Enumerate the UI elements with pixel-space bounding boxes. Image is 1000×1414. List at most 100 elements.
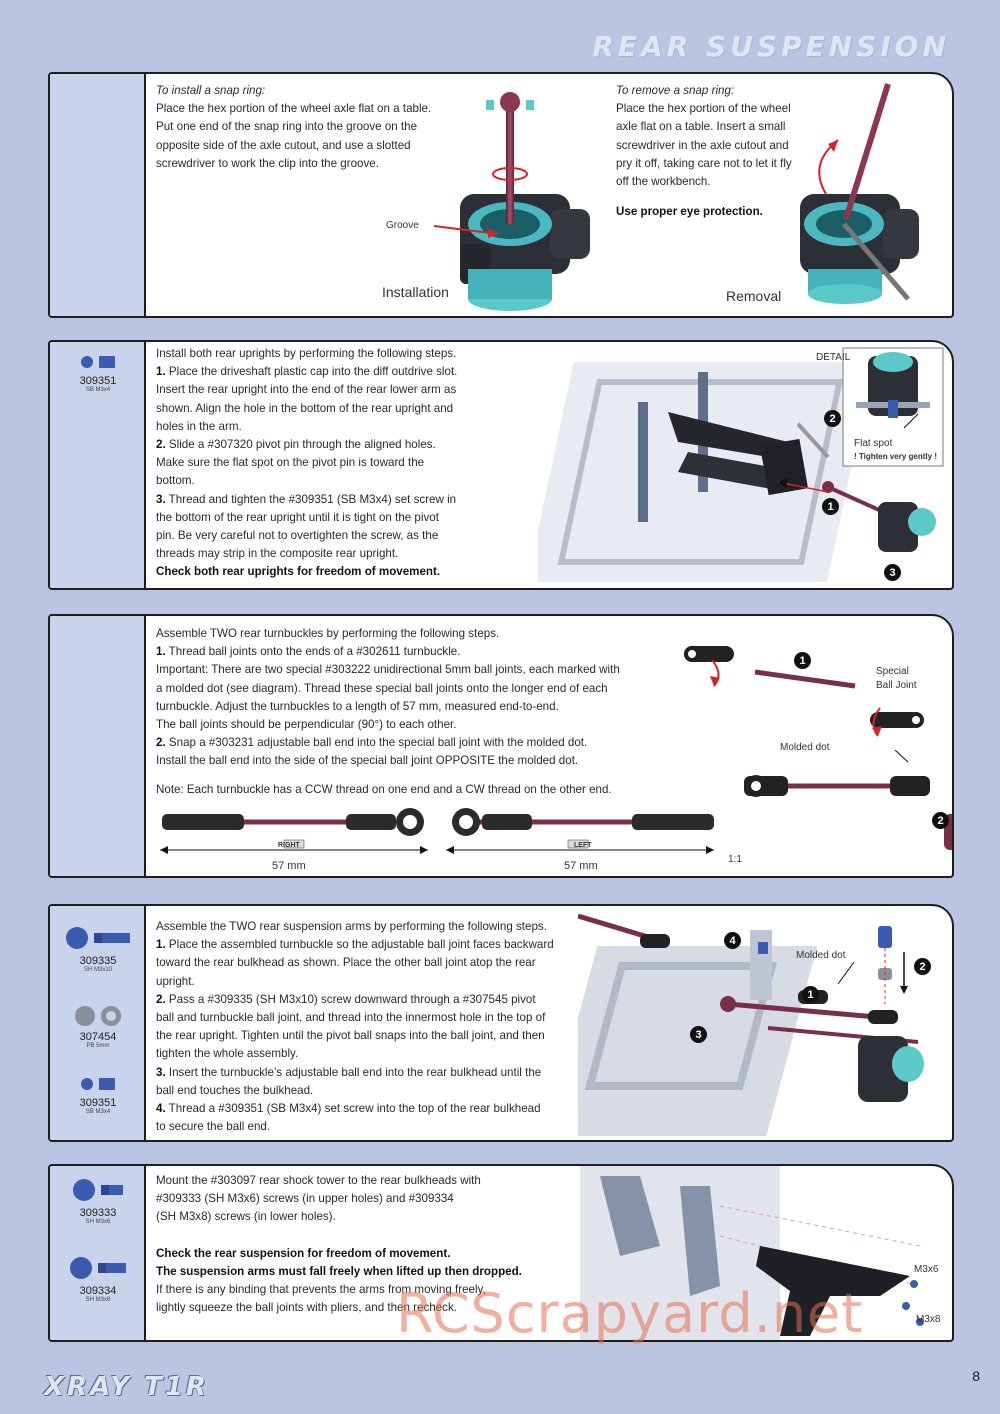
text-line: The suspension arms must fall freely whe… <box>156 1264 522 1278</box>
part-spec: SB M3x4 <box>85 1109 111 1115</box>
page-title: REAR SUSPENSION <box>592 30 950 63</box>
set-screw-side-icon <box>99 1078 115 1090</box>
screw-head-icon <box>66 927 88 949</box>
turnbuckle-note: Note: Each turnbuckle has a CCW thread o… <box>156 782 612 796</box>
m3x8-label: M3x8 <box>916 1314 941 1325</box>
part-spec: SH M3x8 <box>85 1297 111 1303</box>
right-label: RIGHT <box>278 842 300 849</box>
callout-4: 4 <box>724 932 741 949</box>
uprights-lines: Install both rear uprights by performing… <box>156 345 457 563</box>
part-number: 307454 <box>79 1031 117 1043</box>
detail-label: DETAIL <box>816 352 851 363</box>
part-spec: SB M3x4 <box>85 387 111 393</box>
set-screw-end-icon <box>81 1078 93 1090</box>
part-number: 309333 <box>79 1207 117 1219</box>
text-line: screwdriver to work the clip into the gr… <box>156 156 379 170</box>
callout-1: 1 <box>822 498 839 515</box>
step-snap-ring: To install a snap ring: Place the hex po… <box>48 72 954 318</box>
part-309335: 309335 SH M3x10 <box>50 924 146 973</box>
part-spec: PB 5mm <box>86 1043 110 1049</box>
step-number: 3. <box>156 1065 166 1079</box>
step-number: 2. <box>156 438 166 452</box>
page-number: 8 <box>972 1368 980 1384</box>
text-line: 1. Place the driveshaft plastic cap into… <box>156 365 458 379</box>
pivot-ball-icon <box>75 1006 95 1026</box>
parts-column: 309335 SH M3x10 307454 PB 5mm 309351 SB … <box>50 906 146 1140</box>
xray-logo: XRAY T1R <box>44 1372 209 1402</box>
step-number: 4. <box>156 1102 166 1116</box>
turnbuckle-instructions: Assemble TWO rear turnbuckles by perform… <box>156 625 620 799</box>
screw-head-icon <box>70 1257 92 1279</box>
text-line: Put one end of the snap ring into the gr… <box>156 120 418 134</box>
text-line: 2. Pass a #309335 (SH M3x10) screw downw… <box>156 992 536 1006</box>
parts-column: 309333 SH M3x6 309334 SH M3x8 <box>50 1166 146 1340</box>
text-line: Check the rear suspension for freedom of… <box>156 1246 451 1260</box>
text-line: 1. Thread ball joints onto the ends of a… <box>156 645 461 659</box>
text-line: a molded dot (see diagram). Thread these… <box>156 681 608 695</box>
text-line: to secure the ball end. <box>156 1120 271 1134</box>
text-line: Install both rear uprights by performing… <box>156 347 457 360</box>
parts-column <box>50 74 146 316</box>
callout-2: 2 <box>824 410 841 427</box>
right-turnbuckle-scale <box>160 808 428 854</box>
right-length: 57 mm <box>272 860 306 872</box>
watermark: RCScrapyard.net <box>396 1282 864 1345</box>
uprights-figure <box>538 347 944 582</box>
callout-3: 3 <box>884 564 901 581</box>
left-turnbuckle-scale <box>446 808 714 854</box>
text-line: toward the rear bulkhead as shown. Place… <box>156 956 536 970</box>
screw-side-icon <box>101 1185 123 1195</box>
install-title: To install a snap ring: <box>156 84 266 97</box>
text-line: Important: There are two special #303222… <box>156 663 620 677</box>
flat-spot-label: Flat spot <box>854 438 893 449</box>
left-label: LEFT <box>574 842 592 849</box>
text-line: #309333 (SH M3x6) screws (in upper holes… <box>156 1192 454 1206</box>
groove-label: Groove <box>386 220 419 231</box>
parts-column <box>50 616 146 876</box>
left-length: 57 mm <box>564 860 598 872</box>
molded-dot-label: Molded dot <box>796 950 846 961</box>
part-spec: SH M3x10 <box>83 967 112 973</box>
callout-1: 1 <box>794 652 811 669</box>
text-line: holes in the arm. <box>156 419 242 433</box>
step-turnbuckles: Assemble TWO rear turnbuckles by perform… <box>48 614 954 878</box>
text-line: bottom. <box>156 474 195 488</box>
step-number: 1. <box>156 938 166 952</box>
text-line: upright. <box>156 974 195 988</box>
arms-figure <box>578 913 924 1136</box>
tighten-gently-label: ! Tighten very gently ! <box>854 452 937 461</box>
callout-3: 3 <box>690 1026 707 1043</box>
turnbuckle-lines: Assemble TWO rear turnbuckles by perform… <box>156 625 620 771</box>
text-line: the bottom of the rear upright until it … <box>156 510 439 524</box>
text-line: pin. Be very careful not to overtighten … <box>156 529 439 543</box>
text-line: tighten the whole assembly. <box>156 1047 299 1061</box>
part-number: 309335 <box>79 955 117 967</box>
installation-figure <box>433 92 590 311</box>
uprights-instructions: Install both rear uprights by performing… <box>156 345 457 582</box>
text-line: ball end touches the bulkhead. <box>156 1083 314 1097</box>
step-number: 1. <box>156 645 166 659</box>
step-number: 2. <box>156 992 166 1006</box>
parts-column: 309351 SB M3x4 <box>50 342 146 588</box>
text-line: 4. Thread a #309351 (SB M3x4) set screw … <box>156 1102 541 1116</box>
arms-lines: Assemble the TWO rear suspension arms by… <box>156 918 554 1136</box>
step-number: 2. <box>156 736 166 750</box>
install-lines: Place the hex portion of the wheel axle … <box>156 100 431 173</box>
shock-tower-lines: Mount the #303097 rear shock tower to th… <box>156 1172 522 1227</box>
part-number: 309351 <box>79 375 117 387</box>
remove-instructions: To remove a snap ring: Place the hex por… <box>616 82 792 221</box>
text-line: (SH M3x8) screws (in lower holes). <box>156 1210 336 1224</box>
text-line: 3. Thread and tighten the #309351 (SB M3… <box>156 492 457 506</box>
special-label-2: Ball Joint <box>876 680 917 691</box>
text-line: Mount the #303097 rear shock tower to th… <box>156 1174 481 1187</box>
m3x6-label: M3x6 <box>914 1264 939 1275</box>
part-309351: 309351 SB M3x4 <box>50 1074 146 1115</box>
arms-instructions: Assemble the TWO rear suspension arms by… <box>156 918 554 1136</box>
eye-protection-note: Use proper eye protection. <box>616 205 763 219</box>
install-instructions: To install a snap ring: Place the hex po… <box>156 82 431 173</box>
text-line: shown. Align the hole in the bottom of t… <box>156 401 454 415</box>
text-line: opposite side of the axle cutout, and us… <box>156 138 411 152</box>
callout-2: 2 <box>914 958 931 975</box>
step-rear-uprights: 309351 SB M3x4 Install both rear upright… <box>48 340 954 590</box>
